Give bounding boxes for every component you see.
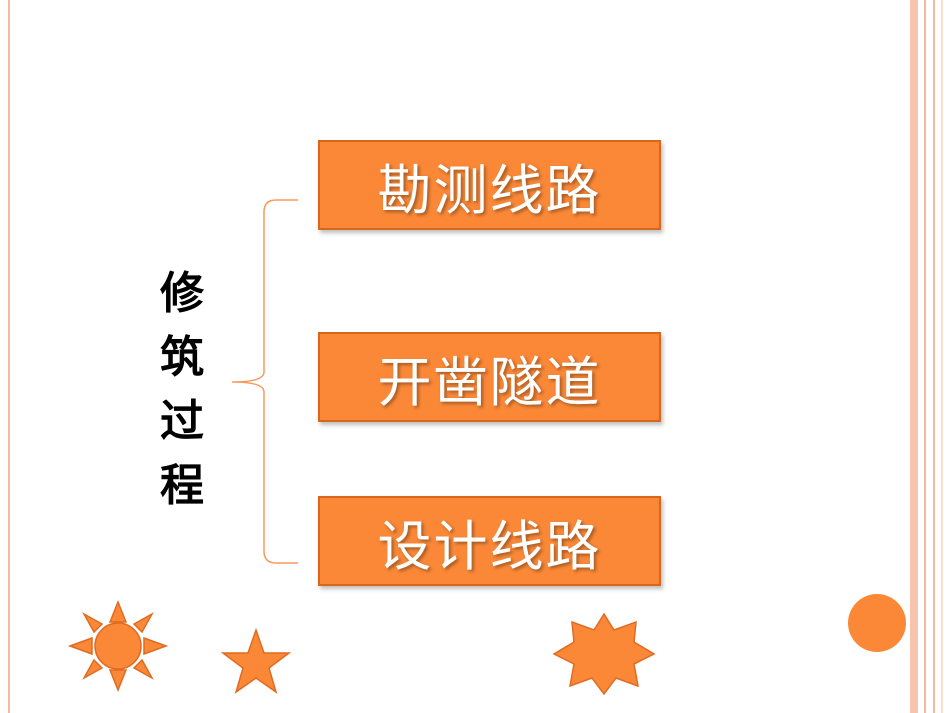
step-box-survey: 勘测线路	[318, 140, 661, 230]
root-label: 修 筑 过 程	[152, 262, 212, 518]
step-label: 勘测线路	[377, 158, 602, 222]
step-box-tunnel: 开凿隧道	[318, 332, 661, 422]
step-label: 设计线路	[377, 514, 602, 578]
seven-point-star-icon	[552, 612, 656, 696]
star-icon	[220, 628, 292, 694]
root-label-char: 修	[160, 268, 204, 319]
root-label-char: 筑	[160, 332, 204, 383]
step-box-design: 设计线路	[318, 496, 661, 586]
bracket-connector	[231, 199, 298, 564]
root-label-char: 过	[160, 396, 204, 447]
root-label-char: 程	[160, 460, 204, 511]
right-frame-bar	[910, 0, 918, 713]
sun-icon	[67, 600, 169, 692]
step-label: 开凿隧道	[377, 350, 602, 414]
circle-icon	[848, 594, 906, 652]
